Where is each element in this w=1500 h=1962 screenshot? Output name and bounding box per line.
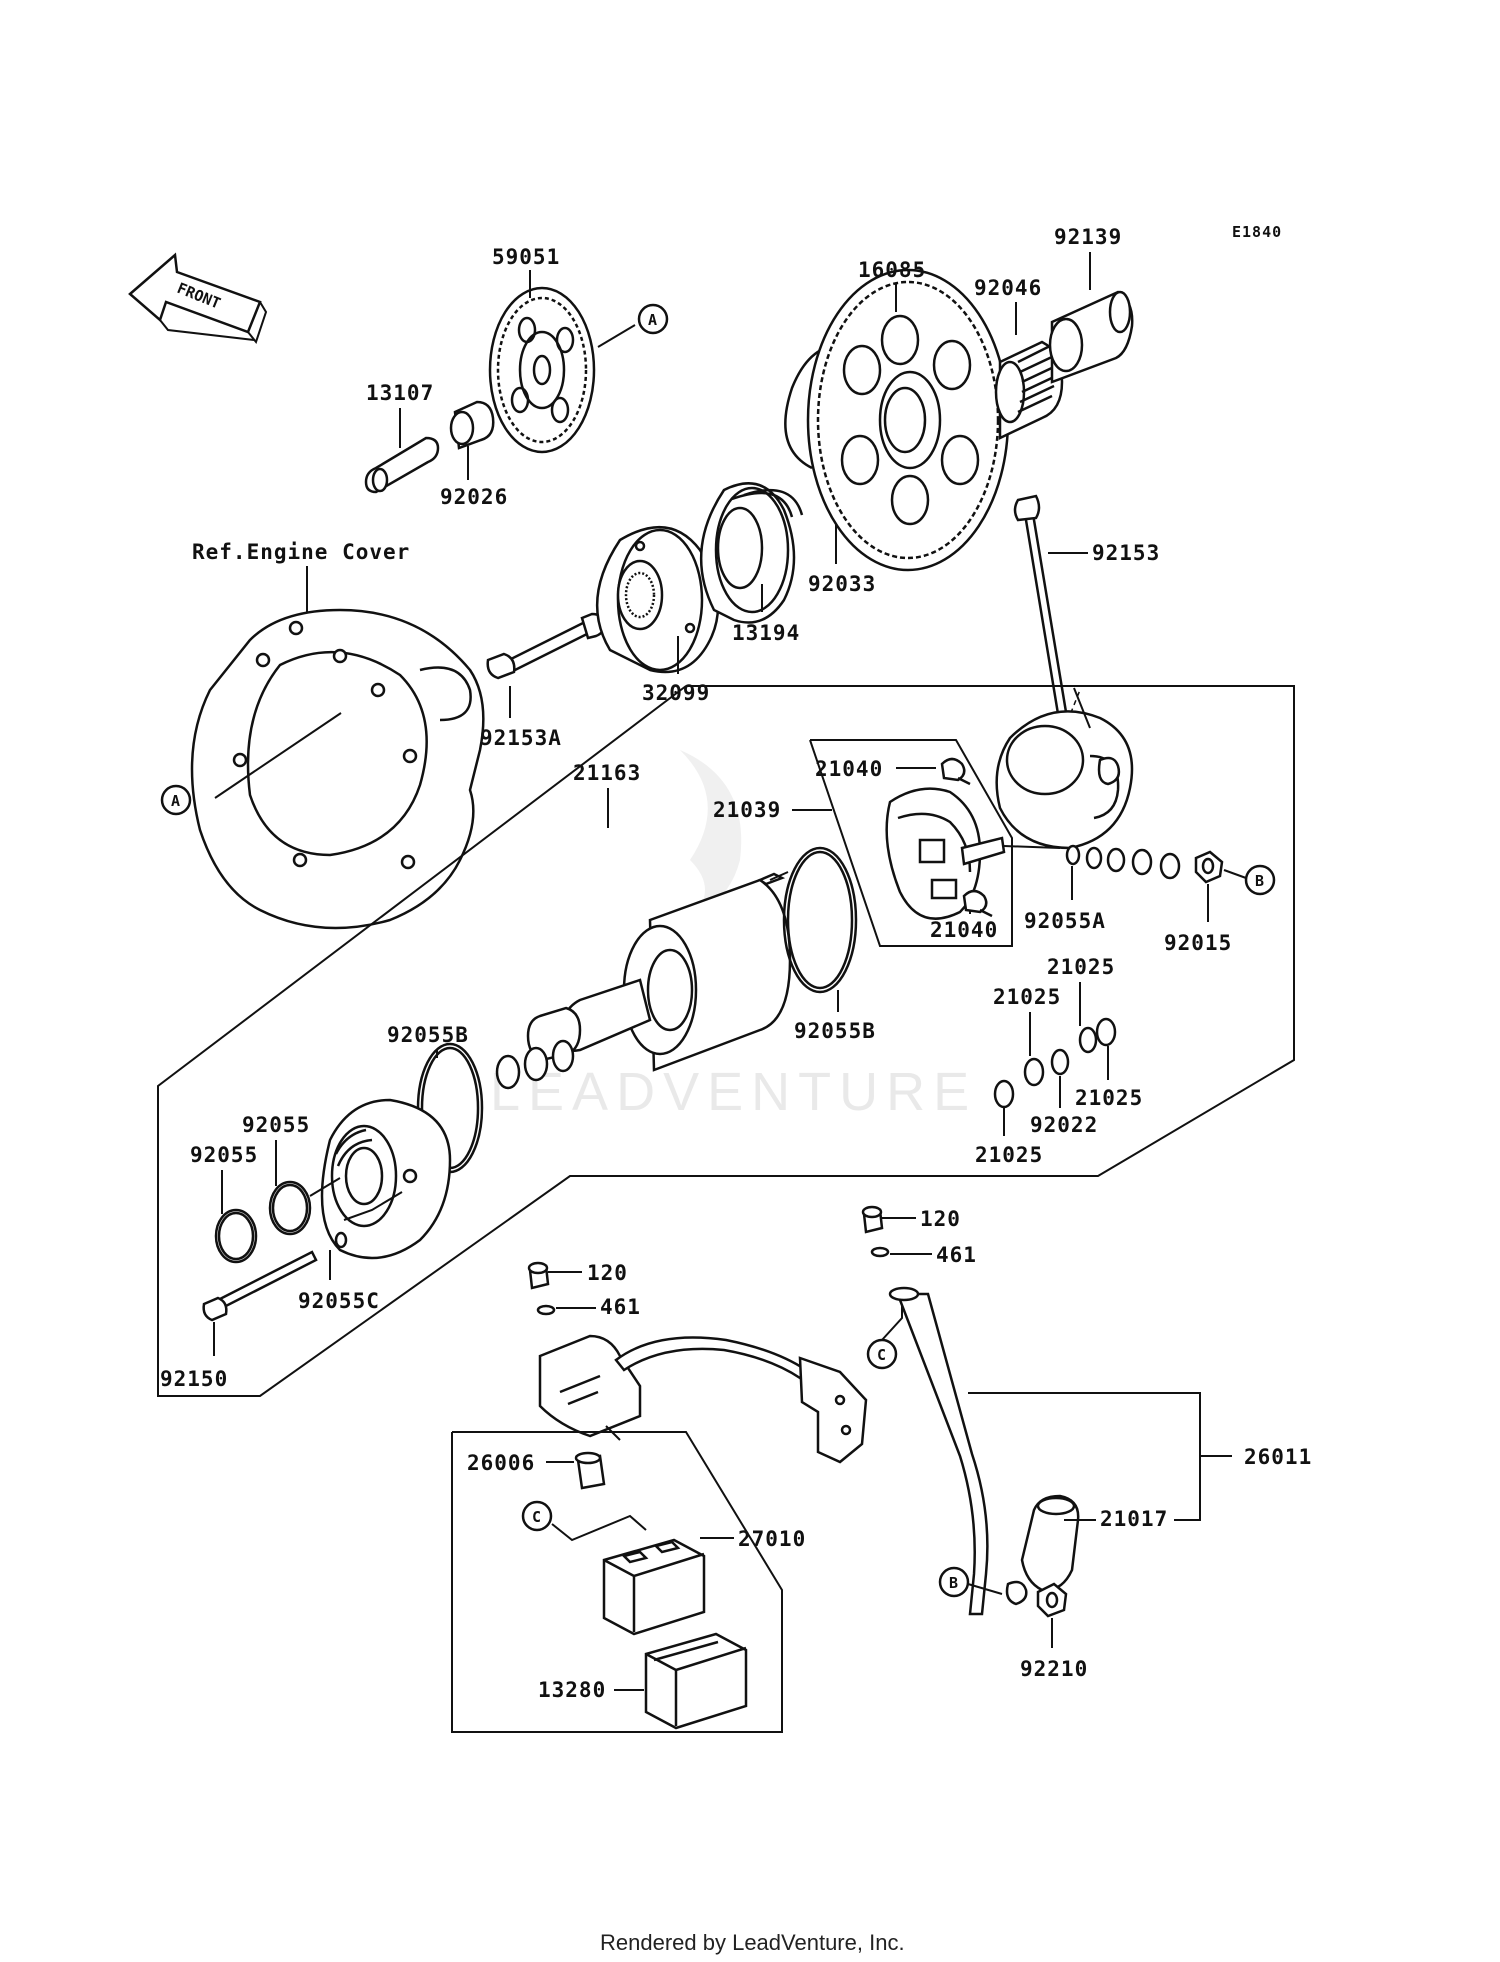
- part-number-120-relay[interactable]: 120: [587, 1261, 628, 1285]
- washer-461-cable-part[interactable]: [870, 1246, 890, 1258]
- part-number-92015[interactable]: 92015: [1164, 931, 1232, 955]
- svg-text:C: C: [877, 1346, 886, 1364]
- through-bolt-92150-part[interactable]: [202, 1250, 318, 1322]
- diagram-reference-code: E1840: [1232, 223, 1282, 241]
- armature-part[interactable]: [526, 871, 792, 1072]
- svg-text:B: B: [949, 1574, 958, 1592]
- part-number-461-relay[interactable]: 461: [600, 1295, 641, 1319]
- one-way-clutch-13194-part[interactable]: [699, 482, 804, 624]
- part-number-92046[interactable]: 92046: [974, 276, 1042, 300]
- part-number-92055-right[interactable]: 92055: [242, 1113, 310, 1137]
- part-number-92210[interactable]: 92210: [1020, 1657, 1088, 1681]
- screw-120-relay-part[interactable]: [527, 1261, 550, 1290]
- relay-holder-13280-part[interactable]: [644, 1632, 748, 1730]
- o-ring-92055-right-part[interactable]: [268, 1180, 312, 1236]
- starter-motor-assembly-outline: [157, 685, 1295, 1397]
- part-number-92033[interactable]: 92033: [808, 572, 876, 596]
- watermark-text: LEADVENTURE: [490, 1062, 977, 1122]
- brush-21040-upper-part[interactable]: [940, 757, 971, 786]
- part-number-59051[interactable]: 59051: [492, 245, 560, 269]
- starter-relay-cable-part[interactable]: [538, 1334, 868, 1464]
- bolt-92153a-part[interactable]: [486, 612, 606, 680]
- callout-a-cover: A: [160, 784, 192, 816]
- part-number-21163[interactable]: 21163: [573, 761, 641, 785]
- part-number-26011[interactable]: 26011: [1244, 1445, 1312, 1469]
- part-number-92055a[interactable]: 92055A: [1024, 909, 1106, 933]
- starter-relay-unit-part[interactable]: [602, 1538, 706, 1636]
- part-number-21017[interactable]: 21017: [1100, 1507, 1168, 1531]
- callout-c-relay: C: [521, 1500, 553, 1532]
- washer-21025-d-part[interactable]: [993, 1079, 1015, 1109]
- o-ring-92055b-upper-part[interactable]: [782, 846, 858, 994]
- part-number-21025-d[interactable]: 21025: [975, 1143, 1043, 1167]
- svg-text:B: B: [1255, 872, 1264, 890]
- part-number-21039[interactable]: 21039: [713, 798, 781, 822]
- brush-21040-lower-part[interactable]: [962, 889, 993, 918]
- starter-cable-26011-part[interactable]: [888, 1286, 1028, 1616]
- part-number-21025-c[interactable]: 21025: [1075, 1086, 1143, 1110]
- engine-cover-part[interactable]: [190, 608, 485, 930]
- starter-relay-group-outline: [451, 1431, 783, 1733]
- bushing-92139-part[interactable]: [1048, 290, 1134, 384]
- part-number-21040-upper[interactable]: 21040: [815, 757, 883, 781]
- gear-59051-part[interactable]: [488, 286, 596, 454]
- starter-front-cover-part[interactable]: [320, 1098, 452, 1260]
- washer-21025-a-part[interactable]: [1095, 1017, 1117, 1047]
- long-bolt-92153-part[interactable]: [1013, 494, 1070, 728]
- gear-16085-part[interactable]: [806, 268, 1010, 572]
- part-number-13107[interactable]: 13107: [366, 381, 434, 405]
- part-number-21025-a[interactable]: 21025: [1047, 955, 1115, 979]
- callout-c-cable: C: [866, 1338, 898, 1370]
- needle-bearing-92046-part[interactable]: [994, 340, 1064, 440]
- washer-stack-terminal-part[interactable]: [1065, 844, 1181, 880]
- callout-b-cable: B: [938, 1566, 970, 1598]
- part-number-13194[interactable]: 13194: [732, 621, 800, 645]
- part-number-92139[interactable]: 92139: [1054, 225, 1122, 249]
- cap-26006-part[interactable]: [574, 1451, 606, 1490]
- part-number-27010[interactable]: 27010: [738, 1527, 806, 1551]
- starter-rear-cover-part[interactable]: [995, 710, 1134, 850]
- part-number-92055b-upper[interactable]: 92055B: [794, 1019, 876, 1043]
- footer-credit: Rendered by LeadVenture, Inc.: [600, 1930, 905, 1955]
- o-ring-92055c-part[interactable]: [334, 1231, 348, 1249]
- front-direction-arrow: FRONT: [128, 252, 268, 345]
- svg-text:A: A: [648, 311, 657, 329]
- washer-92022-part[interactable]: [1050, 1048, 1070, 1076]
- callout-b-nut: B: [1244, 864, 1276, 896]
- terminal-boot-21017-part[interactable]: [1020, 1494, 1080, 1592]
- brush-holder-group-outline: [809, 739, 1013, 947]
- shaft-13107-part[interactable]: [364, 436, 440, 494]
- part-number-92150[interactable]: 92150: [160, 1367, 228, 1391]
- nut-92210-part[interactable]: [1036, 1582, 1068, 1618]
- armature-shim-washers-part[interactable]: [495, 1039, 575, 1090]
- part-number-461-cable[interactable]: 461: [936, 1243, 977, 1267]
- callout-a-gear: A: [637, 303, 669, 335]
- washer-21025-b-part[interactable]: [1023, 1057, 1045, 1087]
- part-number-16085[interactable]: 16085: [858, 258, 926, 282]
- part-number-26006[interactable]: 26006: [467, 1451, 535, 1475]
- part-number-21040-lower[interactable]: 21040: [930, 918, 998, 942]
- part-number-92022[interactable]: 92022: [1030, 1113, 1098, 1137]
- nut-92015-part[interactable]: [1194, 850, 1224, 884]
- ref-engine-cover-label: Ref.Engine Cover: [192, 540, 410, 564]
- o-ring-92055-left-part[interactable]: [214, 1208, 258, 1264]
- washer-461-relay-part[interactable]: [536, 1304, 556, 1316]
- part-number-92055b-lower[interactable]: 92055B: [387, 1023, 469, 1047]
- screw-120-cable-part[interactable]: [861, 1205, 884, 1234]
- part-number-92055c[interactable]: 92055C: [298, 1289, 380, 1313]
- part-number-92055-left[interactable]: 92055: [190, 1143, 258, 1167]
- part-number-120-cable[interactable]: 120: [920, 1207, 961, 1231]
- part-number-13280[interactable]: 13280: [538, 1678, 606, 1702]
- part-number-92153a[interactable]: 92153A: [480, 726, 562, 750]
- washer-21025-c-part[interactable]: [1078, 1026, 1098, 1054]
- clutch-hub-32099-part[interactable]: [595, 525, 720, 674]
- part-number-92026[interactable]: 92026: [440, 485, 508, 509]
- svg-text:A: A: [171, 792, 180, 810]
- part-number-21025-b[interactable]: 21025: [993, 985, 1061, 1009]
- spacer-92026-part[interactable]: [449, 400, 495, 450]
- part-number-92153[interactable]: 92153: [1092, 541, 1160, 565]
- svg-text:C: C: [532, 1508, 541, 1526]
